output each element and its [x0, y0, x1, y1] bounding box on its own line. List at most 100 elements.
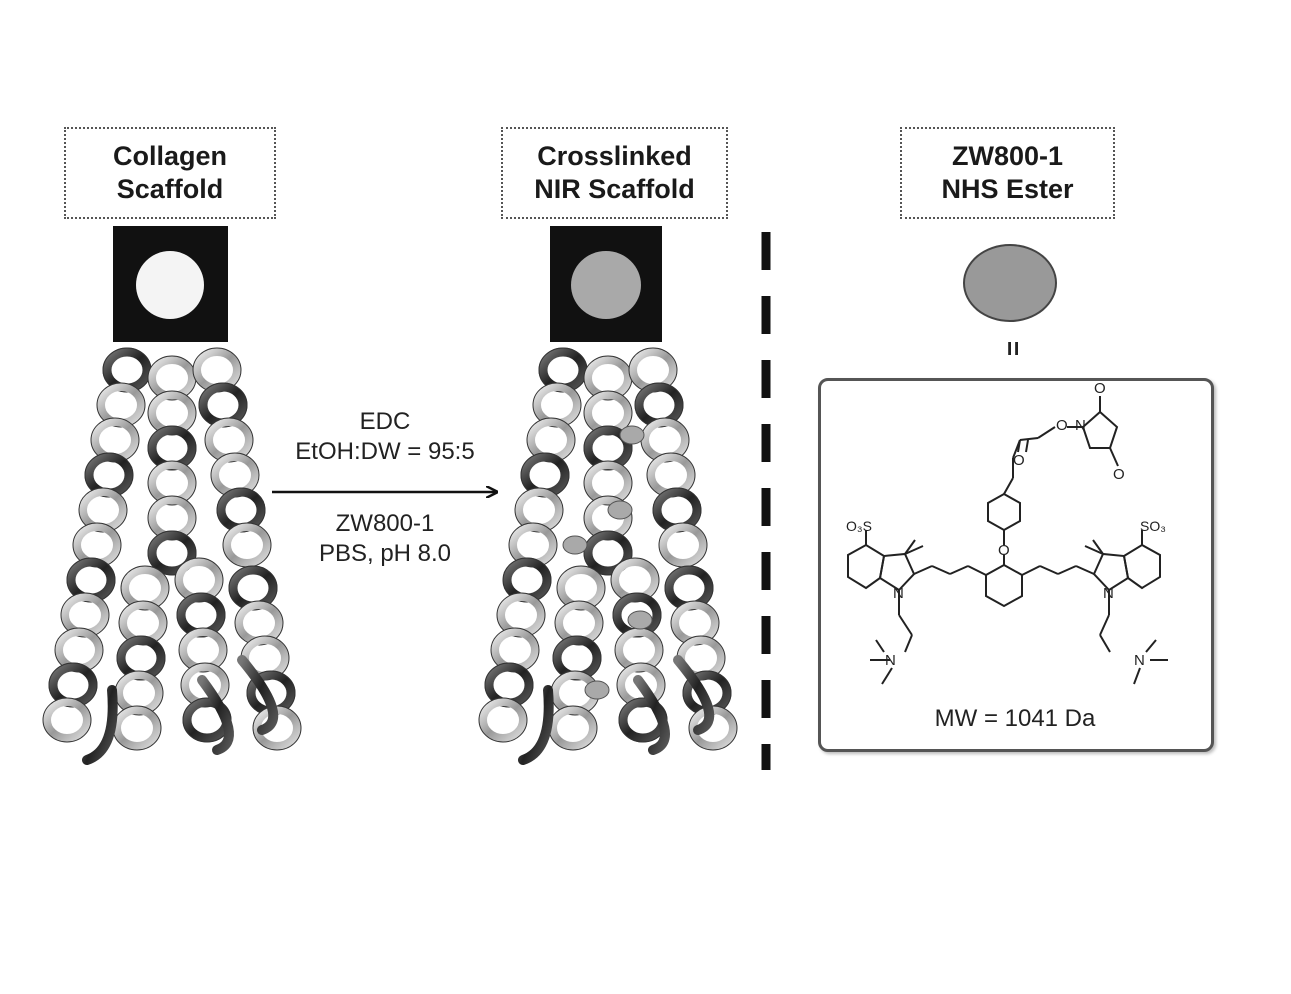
coil-loop — [491, 628, 539, 672]
coil-outline — [84, 452, 134, 498]
coil-outline — [118, 600, 168, 646]
coil-outline — [612, 592, 662, 638]
coil-loop — [502, 557, 552, 603]
coil-loop — [198, 382, 248, 428]
coil-outline — [178, 627, 228, 673]
coil-outline — [42, 697, 92, 743]
reaction-reagent-edc: EDC — [359, 408, 411, 435]
atom-carbonyl-o: O — [1013, 452, 1025, 469]
dye-dot — [607, 500, 633, 520]
coil-loop — [66, 557, 116, 603]
coil-loop — [484, 662, 534, 708]
coil-loop — [228, 565, 278, 611]
atom-left-ammonium: N — [885, 652, 896, 669]
coil-outline — [147, 425, 197, 471]
nhs-label-line1: ZW800-1 — [951, 141, 1064, 171]
reaction-buffer: PBS, pH 8.0 — [318, 540, 452, 567]
atom-left-n: N — [893, 585, 904, 602]
crosslinked-label-line2: NIR Scaffold — [534, 174, 695, 204]
crosslinked-scaffold-label: Crosslinked NIR Scaffold — [501, 127, 728, 219]
coil-outline — [688, 705, 738, 751]
zw800-oval — [963, 244, 1057, 322]
coil-loop — [583, 530, 633, 576]
coil-outline — [554, 600, 604, 646]
coil-loop — [55, 628, 103, 672]
collagen-fluorescence-image — [113, 226, 228, 342]
coil-loop — [113, 706, 161, 750]
nhs-label-line2: NHS Ester — [941, 174, 1074, 204]
collagen-scaffold-label: Collagen Scaffold — [64, 127, 276, 219]
coil-outline — [616, 662, 666, 708]
coil-loop — [97, 383, 145, 427]
coil-loop — [538, 347, 588, 393]
coil-tail — [633, 675, 670, 755]
coil-outline — [583, 460, 633, 506]
dye-dot — [619, 425, 645, 445]
coil-outline — [478, 697, 528, 743]
coil-loop — [79, 488, 127, 532]
gray-disc — [571, 251, 641, 319]
coil-outline — [496, 592, 546, 638]
coil-loop — [629, 348, 677, 392]
coil-tail — [237, 655, 279, 735]
coil-outline — [78, 487, 128, 533]
coil-outline — [556, 565, 606, 611]
collagen-coils-right — [478, 347, 738, 765]
collagen-label-line1: Collagen — [112, 141, 227, 171]
coil-loop — [497, 593, 545, 637]
chemical-structure-panel — [818, 378, 1214, 752]
crosslinked-fluorescence-image — [550, 226, 662, 342]
coil-tail — [197, 675, 234, 755]
atom-left-so3: O₃S — [846, 518, 872, 534]
coil-outline — [228, 565, 278, 611]
coil-loop — [647, 453, 695, 497]
coil-tail — [82, 685, 118, 765]
coil-outline — [66, 557, 116, 603]
coil-loop — [509, 523, 557, 567]
coil-outline — [634, 382, 684, 428]
coil-loop — [634, 382, 684, 428]
coil-outline — [484, 662, 534, 708]
coil-outline — [96, 382, 146, 428]
coil-tail — [518, 685, 554, 765]
coil-outline — [252, 705, 302, 751]
collagen-label-line2: Scaffold — [116, 174, 224, 204]
coil-loop — [61, 593, 109, 637]
coil-outline — [583, 495, 633, 541]
coil-outline — [147, 390, 197, 436]
coil-loop — [671, 601, 719, 645]
atom-ester-o: O — [1056, 417, 1068, 434]
coil-loop — [515, 488, 563, 532]
dye-dot — [627, 610, 653, 630]
coil-outline — [216, 487, 266, 533]
coil-loop — [549, 706, 597, 750]
coil-loop — [641, 418, 689, 462]
atom-imide-o2: O — [1113, 466, 1125, 483]
coil-outline — [610, 557, 660, 603]
coil-loop — [193, 348, 241, 392]
atom-imide-n: N — [1075, 417, 1086, 434]
coil-loop — [216, 487, 266, 533]
coil-loop — [73, 523, 121, 567]
coil-loop — [479, 698, 527, 742]
atom-imide-o1: O — [1094, 380, 1106, 397]
coil-outline — [176, 592, 226, 638]
coil-loop — [91, 418, 139, 462]
reaction-solvent: EtOH:DW = 95:5 — [295, 438, 475, 465]
coil-outline — [583, 425, 633, 471]
coil-loop — [102, 347, 152, 393]
nhs-ester-label: ZW800-1 NHS Ester — [900, 127, 1115, 219]
coil-loop — [533, 383, 581, 427]
reaction-dye: ZW800-1 — [335, 510, 435, 537]
crosslinked-label-line1: Crosslinked — [537, 141, 692, 171]
coil-outline — [583, 530, 633, 576]
coil-outline — [514, 487, 564, 533]
coil-loop — [211, 453, 259, 497]
coil-outline — [180, 662, 230, 708]
coil-outline — [147, 530, 197, 576]
coil-outline — [583, 390, 633, 436]
coil-loop — [652, 487, 702, 533]
molecular-weight: MW = 1041 Da — [934, 705, 1096, 732]
dye-dot — [562, 535, 588, 555]
white-disc — [136, 251, 204, 319]
